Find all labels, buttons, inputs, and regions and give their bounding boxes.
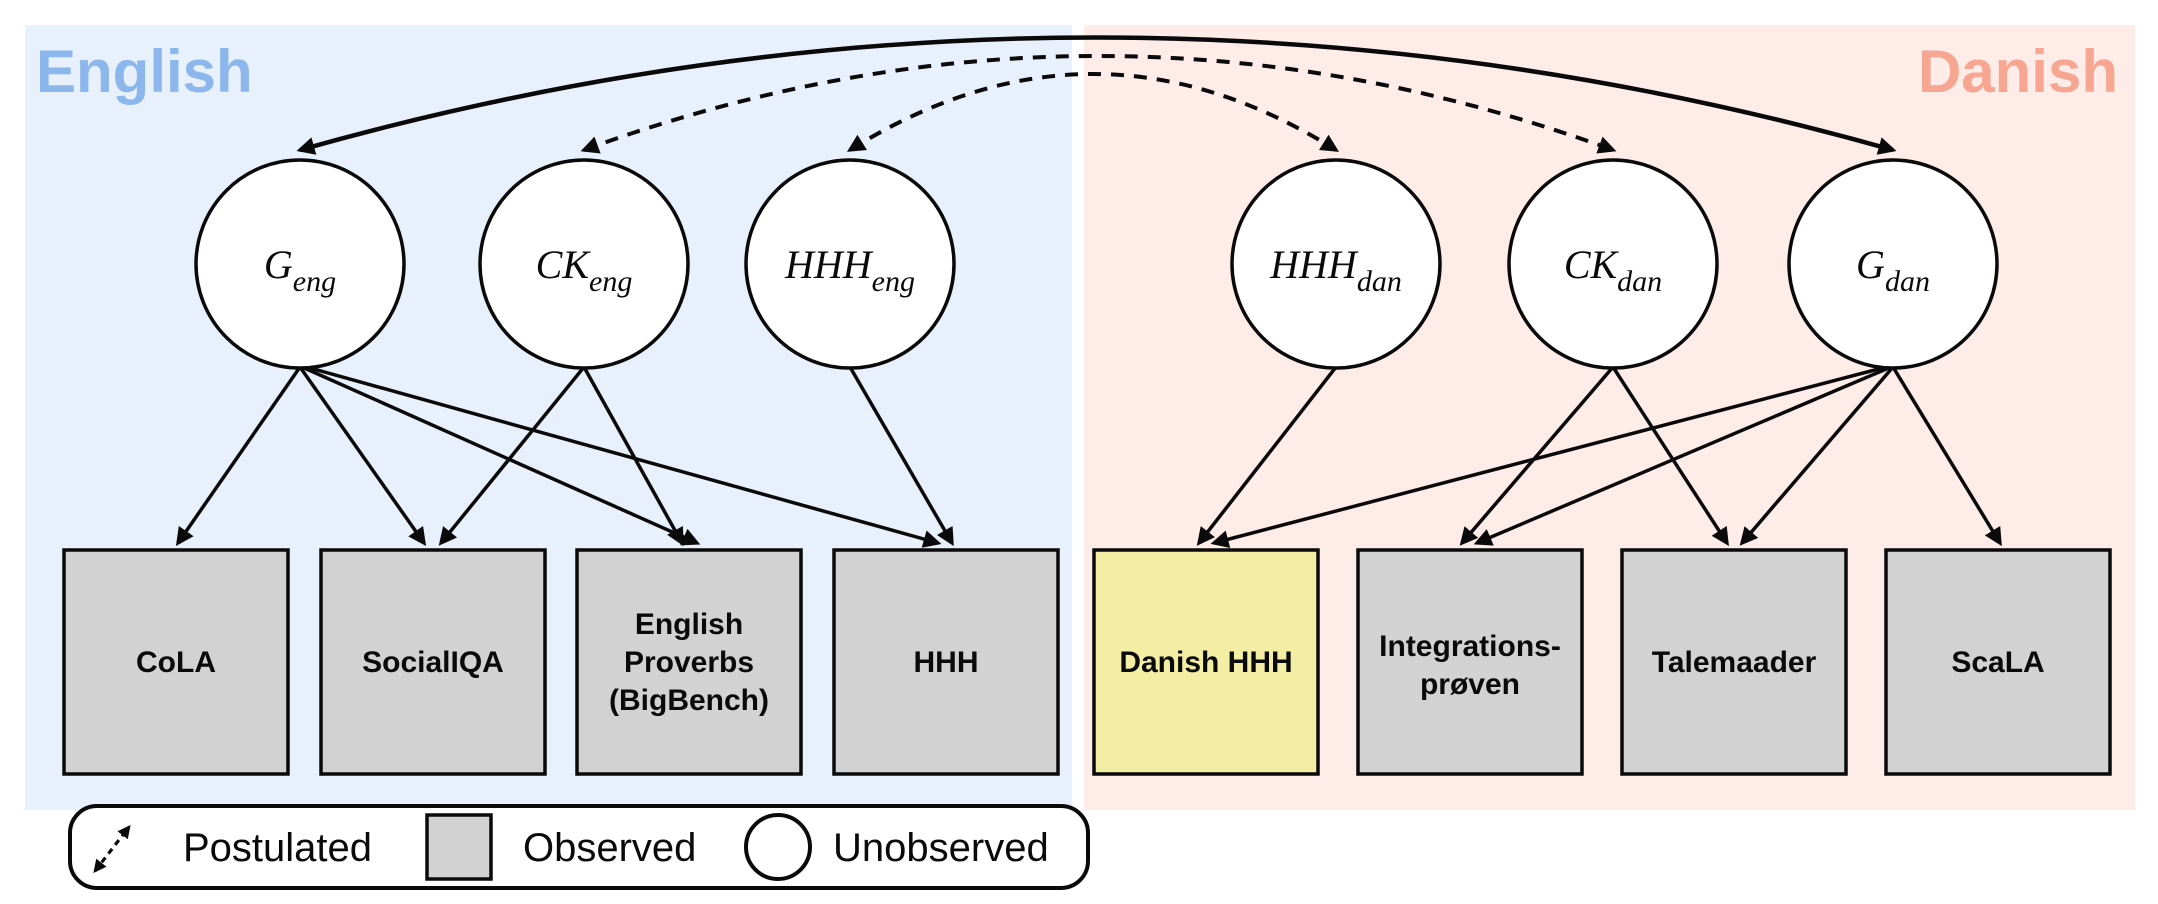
correlation-arcs [296,35,1897,155]
observed-socialiqa-box [319,548,547,776]
postulated-arrow-icon [93,824,131,874]
observed-danish-hhh: Danish HHH [1092,548,1320,776]
observed-english-proverbs-box [575,548,803,776]
observed-hhh: HHH [832,548,1060,776]
observed-hhh-label: HHH [914,646,979,679]
latent-nodes: Geng CKeng HHHeng HHHdan CKdan Gdan [194,158,1999,370]
edge-g-dan-talemaader [1739,365,1895,546]
observed-danish-hhh-box [1092,548,1320,776]
latent-ck-eng-circle [478,158,690,370]
observed-talemaader-label: Talemaader [1652,646,1817,679]
observed-english-proverbs: English Proverbs (BigBench) [575,548,803,776]
edge-g-eng-cola [175,366,302,546]
edge-g-eng-english-proverbs [301,365,701,546]
edge-g-dan-scala [1891,366,2002,547]
observed-nodes: CoLA SocialIQA English Proverbs (BigBenc… [62,548,2112,776]
legend-box [68,804,1090,890]
edge-g-dan-danish-hhh [1210,364,1891,549]
observed-english-proverbs-label-line2: Proverbs [624,646,754,679]
latent-hhh-dan: HHHdan [1230,158,1442,370]
observed-cola: CoLA [62,548,290,776]
observed-integrationsproven-label-line2: prøven [1420,668,1520,701]
observed-socialiqa-label: SocialIQA [362,646,504,679]
unobserved-circle-icon [744,813,812,881]
danish-region-label: Danish [1918,38,2118,105]
latent-g-eng: Geng [194,158,406,370]
legend-unobserved-label: Unobserved [833,826,1049,870]
latent-ck-dan-label: CKdan [1564,242,1662,298]
latent-hhh-dan-circle [1230,158,1442,370]
latent-g-dan-label: Gdan [1856,242,1930,298]
edge-hhh-dan-danish-hhh [1196,365,1338,546]
observed-scala-label: ScaLA [1951,646,2044,679]
latent-ck-eng-label: CKeng [536,242,633,298]
observed-scala-box [1884,548,2112,776]
latent-ck-dan-circle [1507,158,1719,370]
observed-integrationsproven-box [1356,548,1584,776]
edge-ck-dan-integrationsproven [1459,365,1615,546]
edge-g-dan-integrationsproven [1473,365,1892,546]
observed-cola-label: CoLA [136,646,216,679]
edge-g-eng-hhh [302,364,942,548]
loading-arrows [175,364,2002,549]
latent-hhh-eng: HHHeng [744,158,956,370]
edge-g-eng-socialiqa [298,365,427,546]
latent-g-dan-circle [1787,158,1999,370]
correlation-hhh-eng-hhh-dan-postulated [846,72,1340,152]
latent-ck-dan: CKdan [1507,158,1719,370]
edge-ck-dan-talemaader [1611,366,1729,547]
observed-scala: ScaLA [1884,548,2112,776]
observed-talemaader-box [1620,548,1848,776]
latent-ck-eng: CKeng [478,158,690,370]
edge-ck-eng-english-proverbs [582,366,684,547]
edge-hhh-eng-hhh [848,366,954,547]
correlation-g-eng-g-dan-solid [296,35,1897,155]
observed-integrationsproven: Integrations- prøven [1356,548,1584,776]
latent-hhh-dan-label: HHHdan [1269,242,1402,298]
observed-cola-box [62,548,290,776]
legend: Postulated Observed Unobserved [68,804,1090,890]
legend-postulated-label: Postulated [183,826,372,870]
observed-square-icon [425,813,493,881]
observed-english-proverbs-label-line3: (BigBench) [609,684,769,717]
latent-g-eng-circle [194,158,406,370]
english-region-label: English [36,38,253,105]
observed-hhh-box [832,548,1060,776]
observed-socialiqa: SocialIQA [319,548,547,776]
observed-talemaader: Talemaader [1620,548,1848,776]
legend-observed-label: Observed [523,826,696,870]
latent-hhh-eng-circle [744,158,956,370]
latent-g-eng-label: Geng [264,242,336,298]
edge-ck-eng-socialiqa [438,365,586,546]
observed-danish-hhh-label: Danish HHH [1119,646,1292,679]
latent-g-dan: Gdan [1787,158,1999,370]
observed-english-proverbs-label-line1: English [635,608,743,641]
latent-hhh-eng-label: HHHeng [784,242,915,298]
observed-integrationsproven-label-line1: Integrations- [1379,630,1561,663]
